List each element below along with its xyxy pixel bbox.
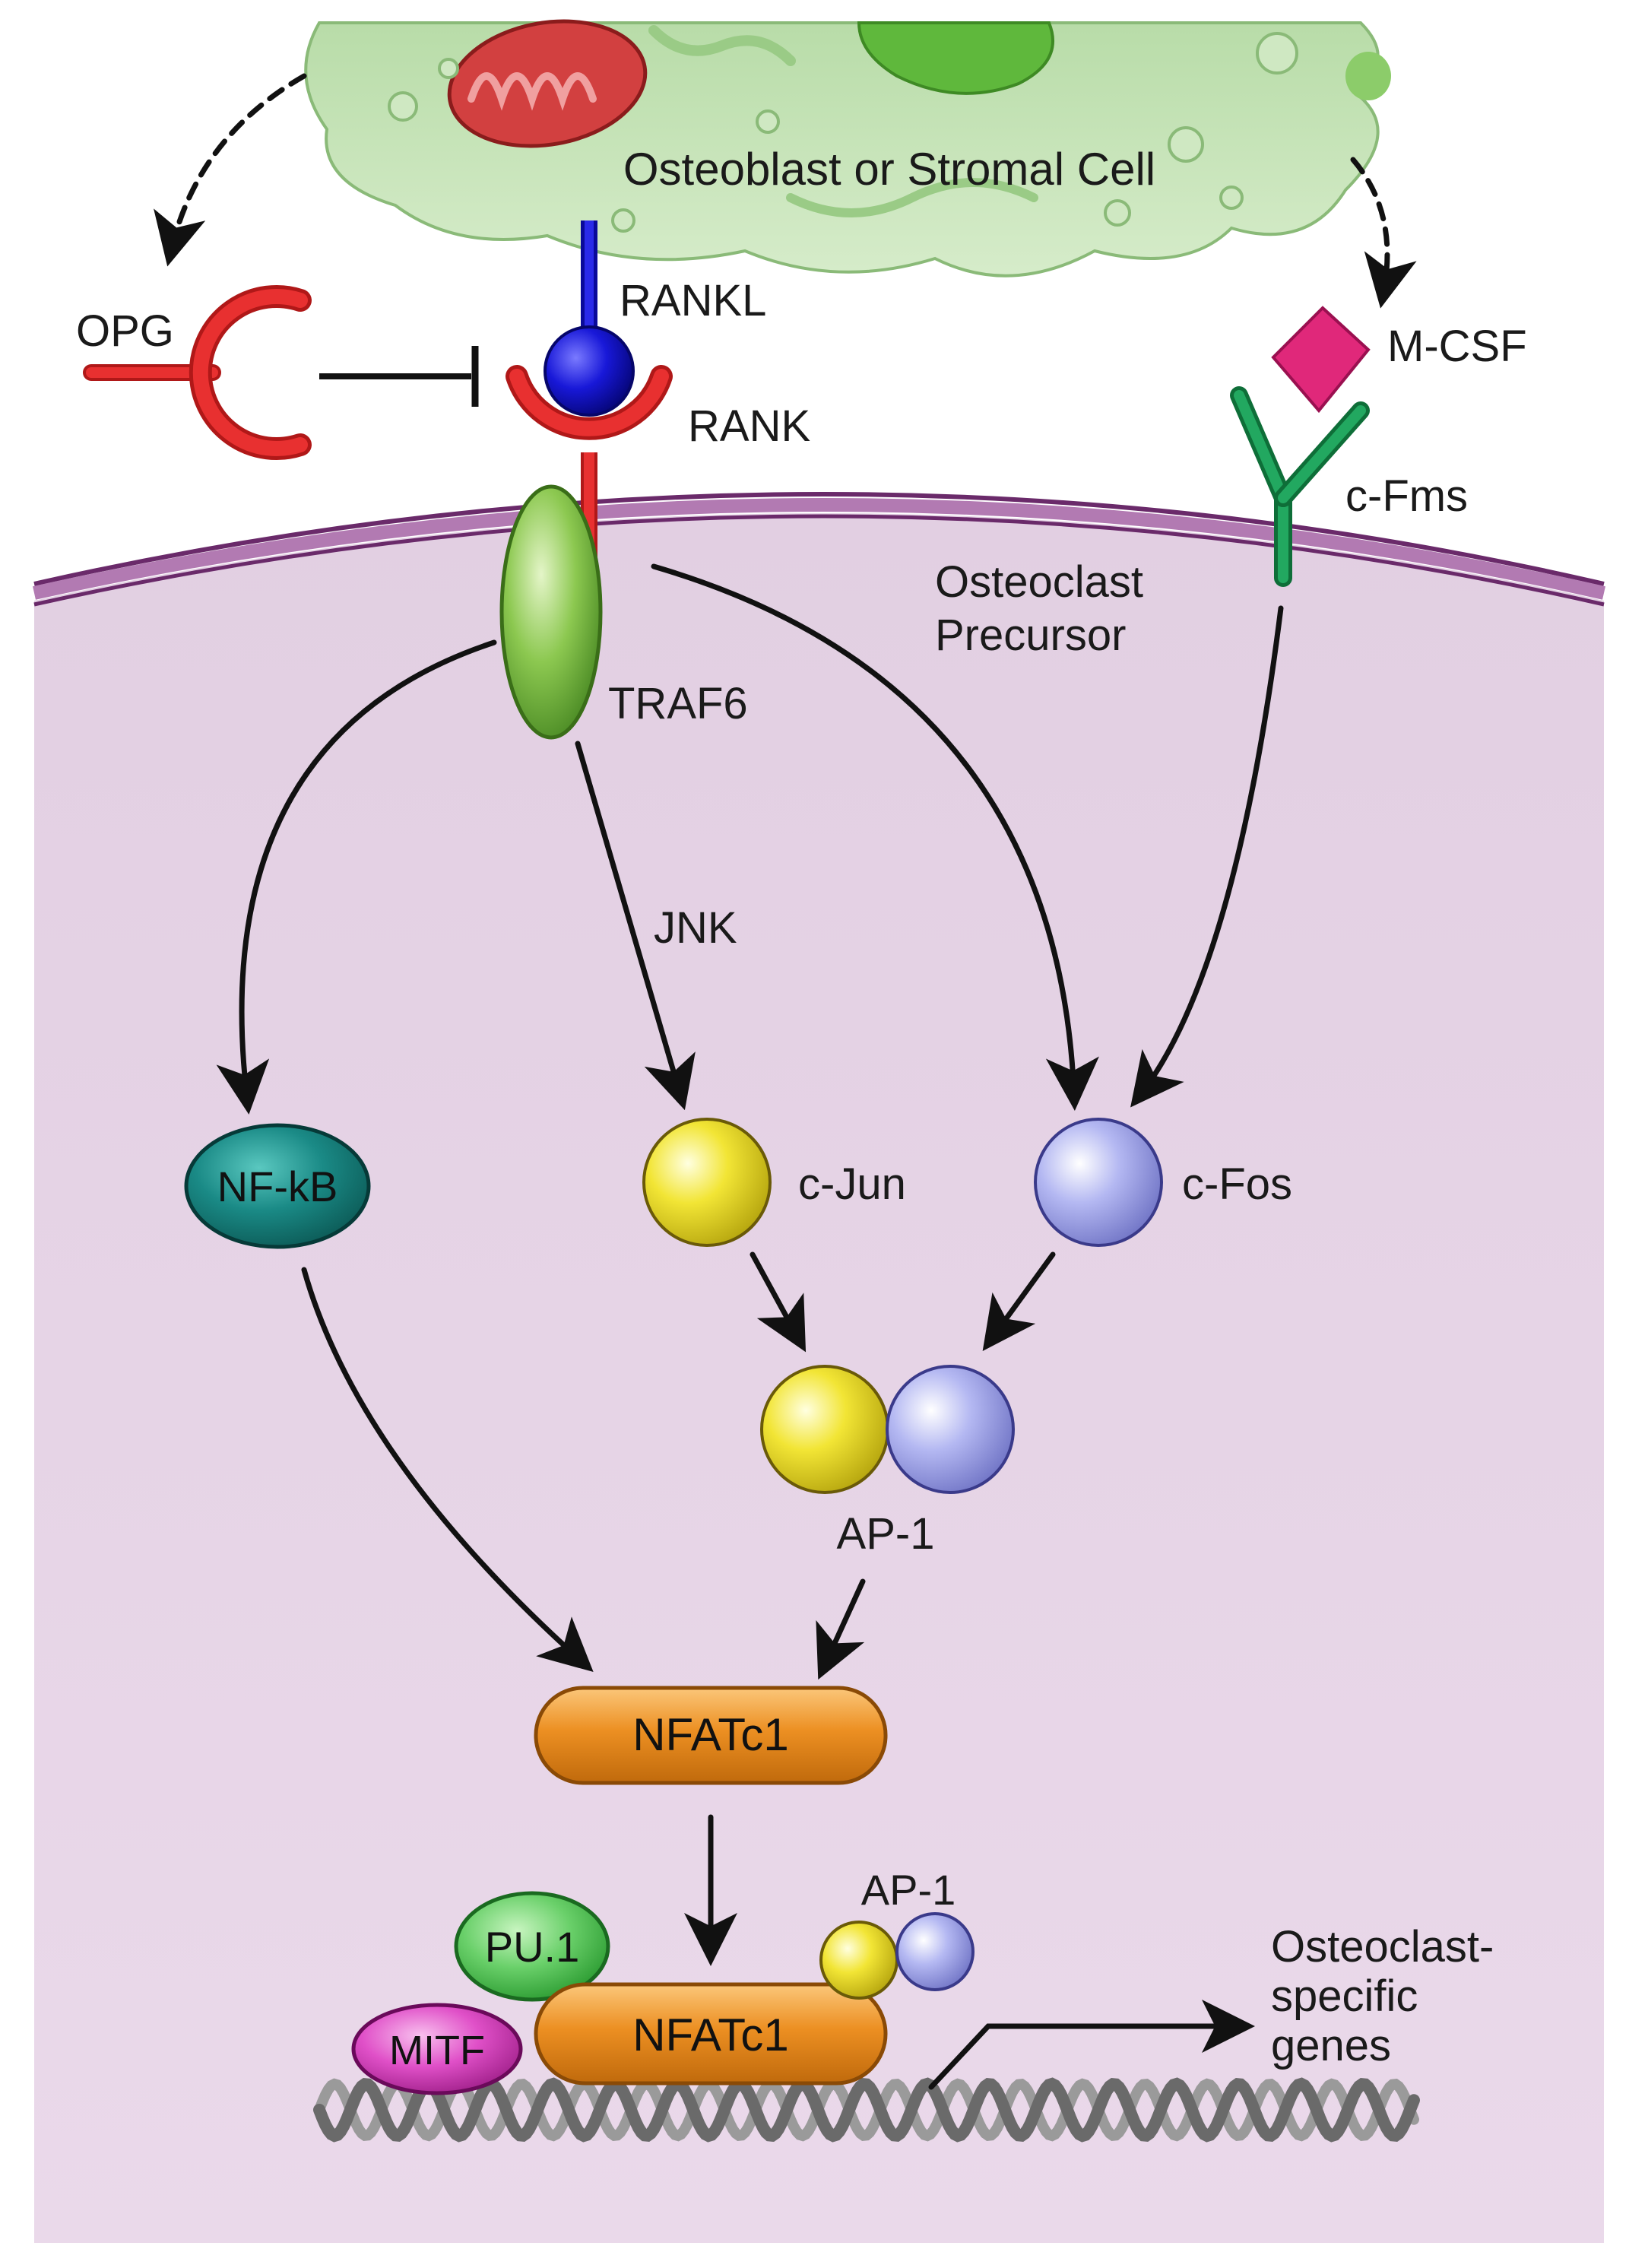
nfatc1-protein — [534, 1686, 888, 1785]
nuclear-nfatc1-label: NFATc1 — [632, 2009, 789, 2060]
cell-membrane-outer — [33, 492, 1605, 586]
arrow-ap1-to-nfatc1 — [816, 1578, 866, 1680]
nfatc1-label: NFATc1 — [632, 1709, 789, 1760]
arrow-cjun-to-ap1 — [750, 1251, 807, 1353]
rankl-label: RANKL — [620, 276, 766, 325]
traf6-label: TRAF6 — [608, 679, 748, 728]
cfms-receptor — [1230, 386, 1370, 587]
mcsf-ligand — [1271, 306, 1371, 414]
dna-helix — [313, 2077, 1420, 2143]
nuclear-ap1-dimer — [819, 1912, 975, 2000]
nuclear-ap1-label: AP-1 — [861, 1866, 956, 1914]
pu1-label: PU.1 — [485, 1923, 580, 1971]
ap1-cfos-subunit — [886, 1365, 1015, 1494]
pu1-protein — [454, 1891, 610, 2002]
endoplasmic-reticulum-2 — [786, 178, 1038, 217]
bleb — [1345, 52, 1391, 100]
cell-nucleus — [857, 21, 1054, 95]
transcription-arrow — [928, 2000, 1255, 2090]
precursor-label-line1: Osteoclast — [935, 557, 1143, 607]
arrow-traf6-to-cjun — [575, 741, 696, 1111]
arrow-cfms-to-cfos — [1130, 605, 1284, 1108]
nfkb-label: NF-kB — [217, 1163, 338, 1210]
nuclear-ap1-cfos-subunit — [895, 1912, 975, 1991]
opg-inhibition — [319, 346, 479, 407]
arrow-traf6-to-cfos — [651, 563, 1099, 1111]
nuclear-ap1-cjun-subunit — [819, 1921, 898, 2000]
vesicles — [388, 32, 1298, 233]
mitochondrion — [447, 19, 648, 148]
cjun-protein — [642, 1118, 772, 1247]
traf6-adaptor — [499, 484, 603, 740]
rank-label: RANK — [688, 401, 810, 451]
nuclear-nfatc1-protein — [534, 1982, 888, 2086]
ap1-label: AP-1 — [837, 1509, 935, 1559]
arrow-nfkb-to-nfatc1 — [301, 1267, 594, 1673]
ap1-cjun-subunit — [760, 1365, 889, 1494]
opg-label: OPG — [76, 306, 174, 356]
mcsf-label: M-CSF — [1387, 322, 1527, 371]
rankl-ligand — [544, 220, 635, 417]
dna-strand — [313, 2077, 1420, 2143]
mitf-protein — [351, 2003, 523, 2095]
cfos-label: c-Fos — [1182, 1159, 1292, 1209]
cfms-label: c-Fms — [1345, 471, 1468, 521]
mitf-label: MITF — [389, 2028, 485, 2073]
genes-label-line2: specific — [1271, 1971, 1418, 2021]
osteoblast-cell: Osteoblast or Stromal Cell — [304, 19, 1391, 278]
nfkb-protein — [184, 1123, 371, 1249]
jnk-label: JNK — [654, 903, 737, 953]
opg-decoy-receptor — [83, 285, 312, 460]
mcsf-secretion-arrow — [1350, 157, 1417, 309]
ap1-dimer — [760, 1365, 1015, 1494]
genes-label-line1: Osteoclast- — [1271, 1922, 1494, 1971]
cell-membrane-inner — [33, 514, 1605, 607]
arrow-traf6-to-nfkb — [216, 639, 497, 1115]
genes-label-line3: genes — [1271, 2021, 1391, 2070]
osteoblast-label: Osteoblast or Stromal Cell — [623, 144, 1155, 195]
cell-membrane-band — [33, 498, 1605, 600]
opg-secretion-arrow — [154, 73, 307, 267]
dna-strand — [314, 2078, 1419, 2142]
precursor-label-line2: Precursor — [935, 611, 1126, 660]
arrow-cfos-to-ap1 — [982, 1251, 1056, 1351]
cjun-label: c-Jun — [798, 1159, 906, 1209]
cfos-protein — [1034, 1118, 1163, 1247]
endoplasmic-reticulum — [648, 25, 796, 66]
